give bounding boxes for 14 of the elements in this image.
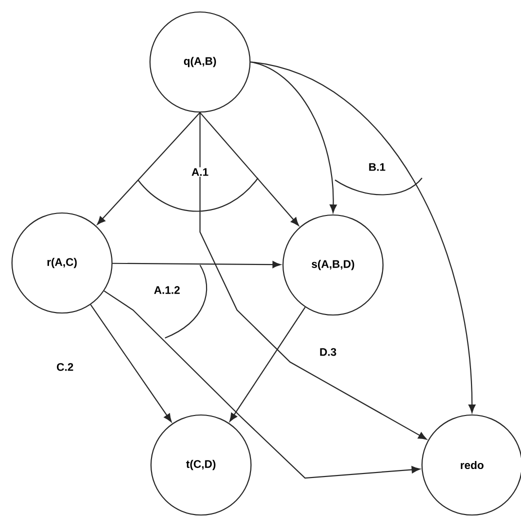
arrow <box>250 61 476 413</box>
arc-label: A.1.2 <box>154 286 180 294</box>
arc-label: A.1 <box>192 168 208 176</box>
arc-label: B.1 <box>369 163 386 171</box>
arrow <box>112 261 281 268</box>
edge-label: D.3 <box>320 348 336 356</box>
edge-label: C.2 <box>56 363 74 371</box>
arrow <box>104 290 420 479</box>
arrow <box>250 61 337 213</box>
arrow <box>97 112 200 225</box>
arrow <box>200 112 299 226</box>
arrow <box>199 112 427 440</box>
arrow <box>90 304 172 422</box>
arrow <box>229 306 306 422</box>
